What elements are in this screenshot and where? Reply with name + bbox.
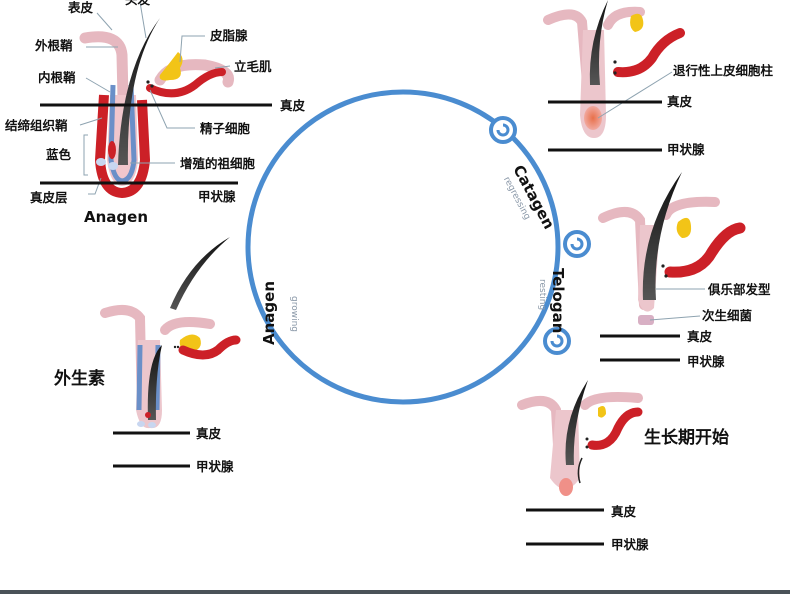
scroll-ornament-telogen-top bbox=[563, 230, 591, 258]
label-thyroid: 甲状腺 bbox=[198, 189, 236, 204]
label-arrector-pili: 立毛肌 bbox=[234, 59, 272, 74]
label-blue: 蓝色 bbox=[46, 147, 72, 162]
label-proliferating-progenitors: 增殖的祖细胞 bbox=[180, 156, 256, 171]
bottom-border bbox=[0, 590, 790, 594]
label-dermis: 真皮 bbox=[280, 98, 306, 113]
telogen-label-thyroid: 甲状腺 bbox=[687, 354, 725, 369]
scroll-ornament-telogen-bottom bbox=[543, 327, 571, 355]
telogen-follicle bbox=[598, 172, 746, 362]
cycle-ring: Catagen regressing Telogan resting Anage… bbox=[245, 89, 591, 405]
label-sebaceous-gland: 皮脂腺 bbox=[209, 28, 248, 43]
label-inner-root-sheath: 内根鞘 bbox=[38, 70, 76, 85]
new-anagen-follicle bbox=[517, 380, 643, 546]
catagen-follicle bbox=[543, 0, 685, 152]
catagen-label-regressing-column: 退行性上皮细胞柱 bbox=[673, 63, 774, 78]
label-connective-tissue-sheath: 结缔组织鞘 bbox=[5, 118, 68, 133]
telogen-label-dermis: 真皮 bbox=[687, 329, 713, 344]
label-dermal-layer: 真皮层 bbox=[30, 190, 68, 205]
label-sperm-cells: 精子细胞 bbox=[200, 121, 251, 136]
phase-sub-anagen: growing bbox=[289, 296, 299, 332]
new-anagen-label-thyroid: 甲状腺 bbox=[611, 537, 649, 552]
exogen-follicle bbox=[100, 237, 241, 468]
scroll-ornament-catagen bbox=[489, 116, 517, 144]
catagen-label-dermis: 真皮 bbox=[667, 94, 693, 109]
telogen-label-club-hair: 俱乐部发型 bbox=[707, 282, 771, 297]
phase-label-anagen: Anagen bbox=[260, 281, 278, 345]
label-top-cut: 头发 bbox=[125, 0, 151, 7]
anagen-follicle bbox=[40, 1, 272, 199]
label-epidermis: 表皮 bbox=[67, 0, 94, 15]
exogen-title: 外生素 bbox=[54, 368, 105, 389]
label-outer-root-sheath: 外根鞘 bbox=[34, 38, 73, 53]
anagen-caption: Anagen bbox=[84, 208, 148, 226]
phase-label-telogen: Telogan bbox=[549, 268, 567, 333]
exogen-label-dermis: 真皮 bbox=[196, 426, 222, 441]
exogen-label-thyroid: 甲状腺 bbox=[196, 459, 234, 474]
phase-sub-telogen: resting bbox=[537, 279, 547, 310]
telogen-label-secondary-germ: 次生细菌 bbox=[702, 308, 753, 323]
new-anagen-title: 生长期开始 bbox=[644, 427, 729, 448]
new-anagen-label-dermis: 真皮 bbox=[611, 504, 637, 519]
cycle-circle bbox=[245, 89, 561, 405]
catagen-label-thyroid: 甲状腺 bbox=[667, 142, 705, 157]
